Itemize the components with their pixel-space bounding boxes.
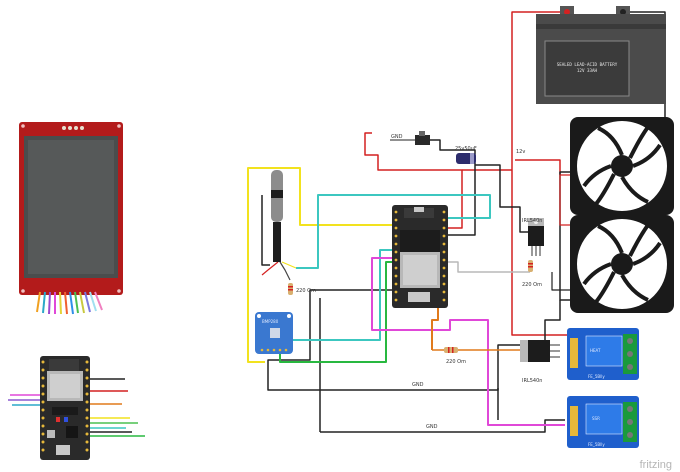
label-res-top: 220 Om bbox=[522, 282, 542, 288]
bmp280-board: BMP280 bbox=[255, 312, 293, 354]
label-gnd-switch: GND bbox=[391, 134, 403, 140]
relay-bottom-label: SSR bbox=[592, 416, 600, 421]
label-res-mid: 220 Om bbox=[446, 359, 466, 365]
switch bbox=[415, 131, 430, 145]
resistor-mid bbox=[444, 347, 458, 353]
label-gnd-mid: GND bbox=[412, 382, 424, 388]
label-12v: 12v bbox=[516, 149, 525, 155]
label-mosfet-top: IRL540n bbox=[522, 218, 542, 224]
label-capacitor: 25v50uF bbox=[455, 146, 477, 152]
relay-top: HEAT FE_5Blly bbox=[567, 328, 639, 380]
label-gnd-bottom: GND bbox=[426, 424, 438, 430]
label-res-sensor: 220 Om bbox=[296, 288, 316, 294]
relay-top-brand: FE_5Blly bbox=[588, 374, 605, 379]
label-mosfet-bottom: IRL540n bbox=[522, 378, 542, 384]
mosfet-top bbox=[528, 218, 544, 256]
relay-top-label: HEAT bbox=[590, 348, 601, 353]
relay-bottom: SSR FE_5Blly bbox=[567, 396, 639, 448]
capacitor bbox=[456, 153, 476, 164]
resistor-top bbox=[528, 260, 533, 272]
bmp280-label: BMP280 bbox=[262, 319, 279, 324]
resistor-sensor bbox=[288, 283, 293, 295]
tft-display bbox=[19, 122, 123, 315]
fan-bottom bbox=[570, 215, 674, 313]
fan-top bbox=[570, 117, 674, 215]
esp32-board-center bbox=[392, 205, 448, 308]
fritzing-watermark: fritzing bbox=[640, 459, 672, 471]
battery-spec: 12V 33AH bbox=[577, 68, 598, 73]
battery-label: SEALED LEAD-ACID BATTERY bbox=[557, 62, 618, 67]
battery: SEALED LEAD-ACID BATTERY 12V 33AH bbox=[536, 6, 666, 104]
mosfet-bottom bbox=[520, 340, 560, 362]
temperature-probe bbox=[271, 170, 283, 262]
relay-bottom-brand: FE_5Blly bbox=[588, 442, 605, 447]
esp32-board-left bbox=[8, 356, 145, 460]
